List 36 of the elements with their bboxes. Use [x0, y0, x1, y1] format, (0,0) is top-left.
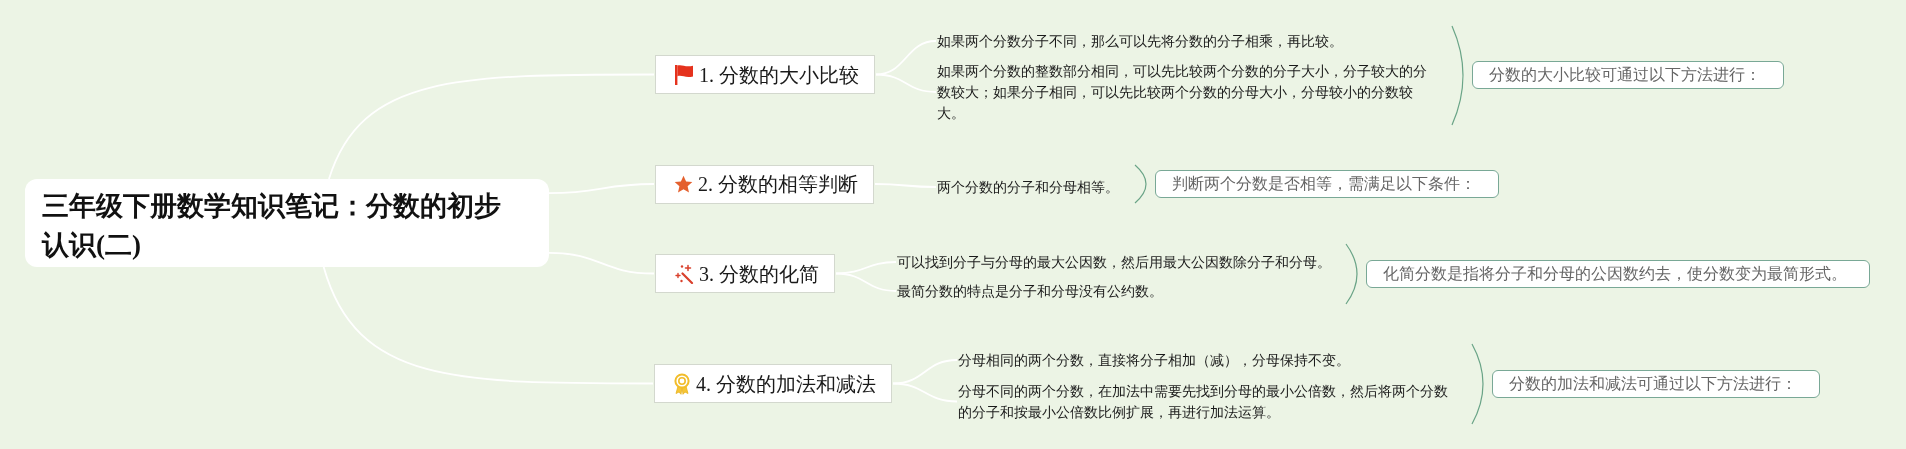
subtopic-text: 两个分数的分子和分母相等。 [937, 176, 1119, 198]
curved-connector [322, 266, 654, 385]
curved-connector [328, 73, 655, 180]
summary-text: 分数的大小比较可通过以下方法进行： [1489, 65, 1761, 85]
topic-box [655, 55, 875, 94]
summary-box [1155, 170, 1499, 198]
curved-connector [874, 183, 937, 188]
curved-connector [548, 183, 655, 194]
summary-text: 化简分数是指将分子和分母的公因数约去，使分数变为最简形式。 [1383, 264, 1847, 284]
topic-box [655, 164, 874, 204]
topic-title: 三年级下册数学知识笔记：分数的初步认识(二) [42, 190, 502, 262]
subtopic-text: 如果两个分数的整数部分相同，可以先比较两个分数的分子大小，分子较大的分数较大；如果分子相同，可以先比较两个分数的分母大小，分母较小的分数较大。 [937, 60, 1431, 124]
curved-connector [875, 73, 937, 93]
topic-box [655, 254, 835, 293]
subtopic-text: 如果两个分数分子不同，那么可以先将分数的分子相乘，再比较。 [937, 30, 1343, 52]
curved-connector [835, 272, 897, 292]
topic-label: 1. 分数的大小比较 [699, 62, 859, 87]
summary-box [1492, 370, 1820, 398]
curved-connector [892, 382, 958, 403]
topic-label: 3. 分数的化简 [699, 261, 819, 286]
topic-label: 4. 分数的加法和减法 [696, 371, 876, 396]
topic-label: 2. 分数的相等判断 [698, 172, 858, 196]
subtopic-text: 最简分数的特点是分子和分母没有公约数。 [897, 280, 1163, 302]
topic-box [654, 364, 892, 403]
summary-box [1472, 61, 1784, 89]
curved-connector [548, 252, 655, 275]
curved-connector [875, 40, 937, 76]
curved-connector [835, 261, 897, 275]
summary-box [1366, 260, 1870, 288]
subtopic-text: 可以找到分子与分母的最大公因数，然后用最大公因数除分子和分母。 [897, 251, 1331, 273]
summary-text: 分数的加法和减法可通过以下方法进行： [1509, 374, 1797, 394]
subtopic-text: 分母相同的两个分数，直接将分子相加（减），分母保持不变。 [958, 349, 1350, 371]
central-topic [25, 179, 549, 267]
summary-text: 判断两个分数是否相等，需满足以下条件： [1172, 174, 1476, 194]
curved-connector [892, 359, 958, 385]
subtopic-text: 分母不同的两个分数，在加法中需要先找到分母的最小公倍数，然后将两个分数的分子和按最小公倍数比例扩展，再进行加法运算。 [958, 380, 1452, 423]
